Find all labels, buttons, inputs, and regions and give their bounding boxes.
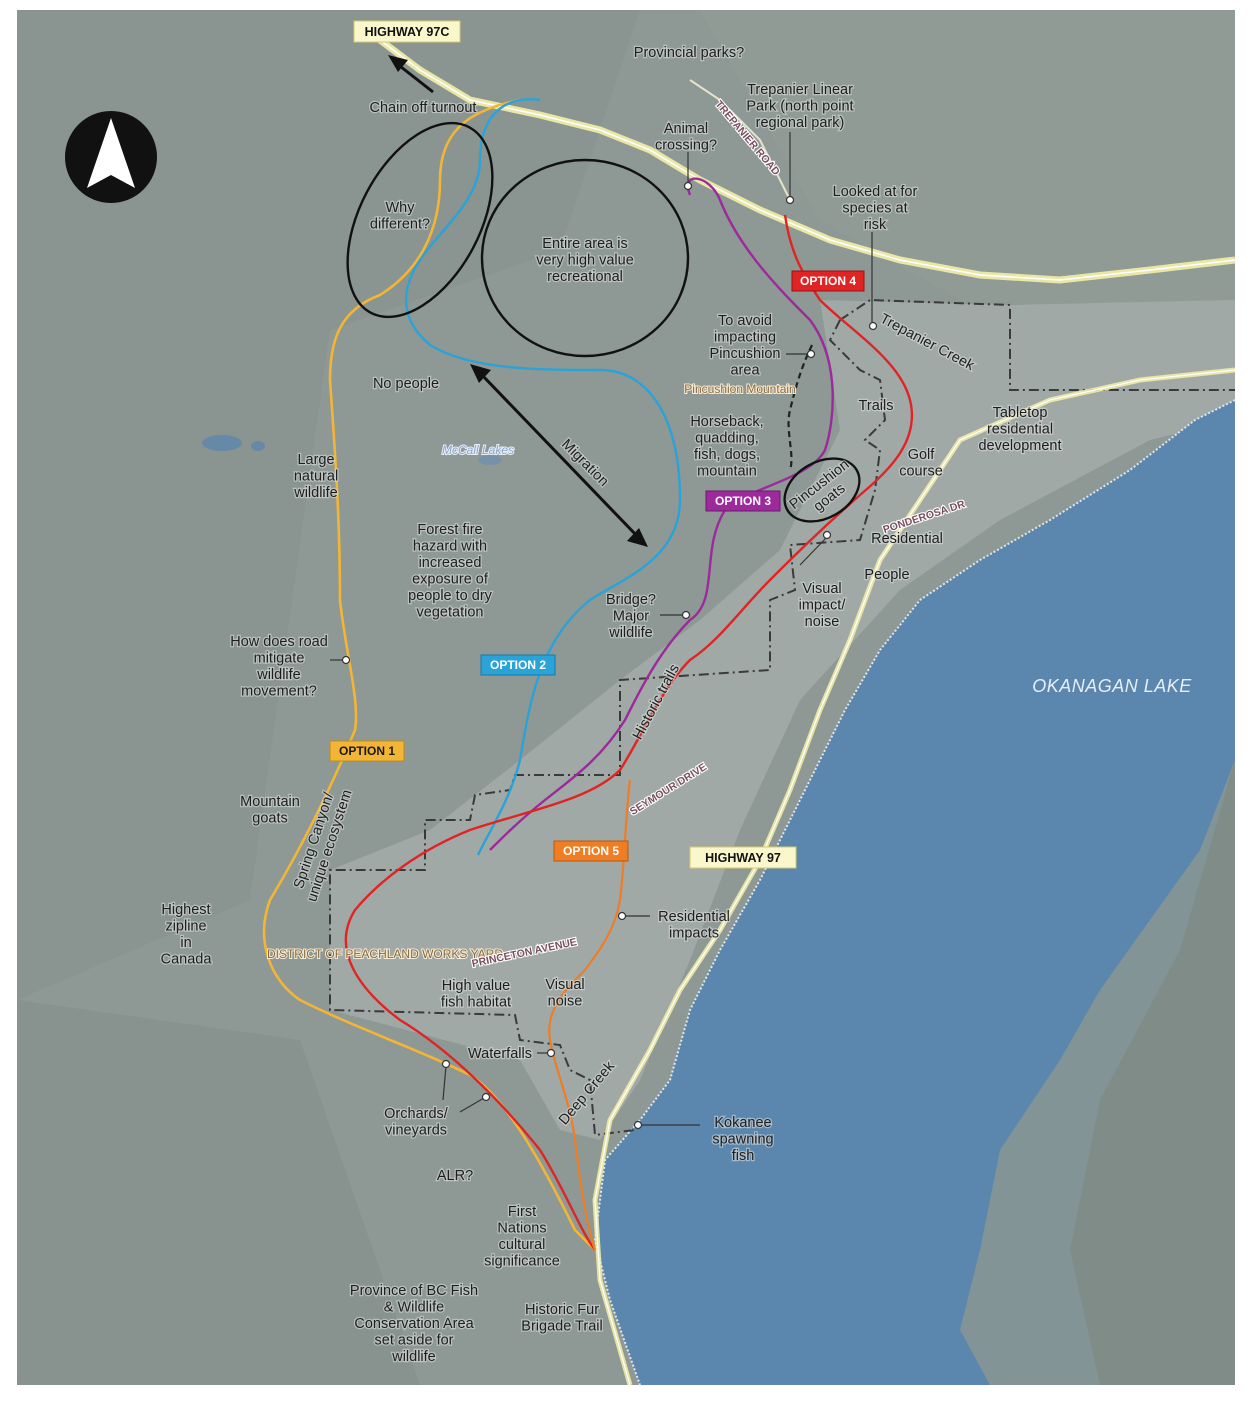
terrain-shading-2: [17, 1000, 420, 1385]
hwy-97c-box: [353, 20, 461, 43]
alr-note: ALR?: [437, 1168, 473, 1184]
option-2-label: OPTION 2: [490, 658, 546, 672]
option-5-label: OPTION 5: [563, 844, 619, 858]
no-people-note: No people: [373, 376, 439, 392]
migration-arrow-head-start: [470, 364, 491, 383]
okanagan-lake-label: OKANAGAN LAKE: [1032, 676, 1192, 696]
option-5-route: [548, 779, 632, 1251]
peachland-works-yard-label: DISTRICT OF PEACHLAND WORKS YARD: [267, 947, 503, 961]
chain-off-arrow-line: [395, 61, 434, 94]
option-1-route: [262, 98, 596, 1251]
option-2-route: [404, 98, 682, 856]
option-1-label: OPTION 1: [339, 744, 395, 758]
option-3-box: [705, 490, 781, 512]
horseback-note: Horseback,quadding,fish, dogs,mountain: [690, 414, 763, 480]
orchards-note: Orchards/vineyards: [384, 1106, 449, 1139]
people-note: People: [864, 567, 909, 583]
residential-note: Residential: [871, 531, 943, 547]
waterfalls-note: Waterfalls: [468, 1046, 532, 1062]
terrain-shading: [17, 10, 640, 1000]
migration-arrow-head-end: [627, 528, 648, 547]
shoreline: [593, 399, 1236, 1386]
mccall-lakes-label: McCall Lakes: [442, 443, 514, 457]
chain-off-turnout-note: Chain off turnout: [370, 100, 477, 116]
leader-markers: [330, 132, 878, 1130]
option-4-box: [791, 270, 865, 292]
highway-97-line: [594, 369, 1236, 1386]
option-3-label: OPTION 3: [715, 494, 771, 508]
terrain-shading-3: [700, 10, 1235, 320]
district-boundary: [329, 298, 1235, 1137]
why-different-circle: [346, 121, 494, 319]
highway-97c-line: [379, 39, 1236, 281]
hwy-97c-label: HIGHWAY 97C: [365, 25, 450, 39]
provincial-parks-note: Provincial parks?: [634, 45, 744, 61]
option-1-box: [329, 740, 405, 762]
north-arrow-icon: [65, 111, 157, 203]
small-lake: [202, 435, 242, 451]
small-lake-2: [251, 441, 265, 451]
hwy-97-label: HIGHWAY 97: [705, 851, 781, 865]
urban-area: [330, 300, 1235, 1140]
option-5-box: [553, 840, 629, 862]
option-2-box: [480, 654, 556, 676]
trails-note: Trails: [859, 398, 894, 414]
option-3-alt-route: [787, 344, 813, 471]
chain-off-arrow-head: [388, 55, 408, 72]
trepanier-road-line: [689, 79, 791, 201]
option-4-label: OPTION 4: [800, 274, 856, 288]
option-4-route: [344, 214, 914, 1251]
migration-arrow-line: [480, 373, 639, 538]
recreational-area-circle: [480, 158, 690, 358]
east-shore-land-2: [1070, 760, 1235, 1385]
small-lake-3: [478, 455, 502, 465]
hwy-97-box: [689, 846, 797, 869]
pincushion-mountain-label: Pincushion Mountain: [684, 382, 795, 396]
pincushion-goats-circle: [783, 457, 861, 523]
